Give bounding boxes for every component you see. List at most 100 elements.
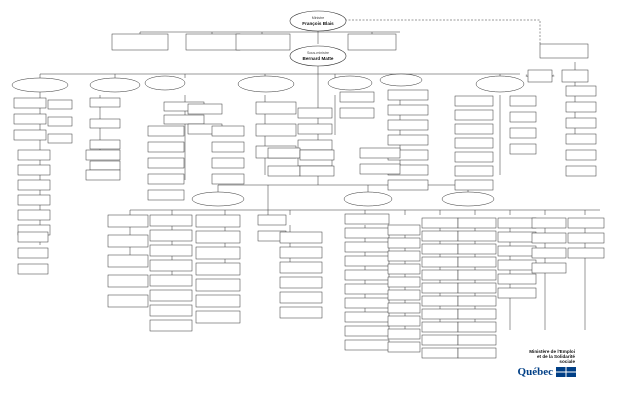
org-unit-box xyxy=(359,147,401,159)
org-unit-box xyxy=(149,214,193,227)
org-unit-box xyxy=(421,269,459,281)
org-unit-box xyxy=(47,99,73,110)
org-unit-box xyxy=(561,69,589,83)
org-unit-box xyxy=(344,283,390,295)
org-unit-box xyxy=(421,321,459,333)
org-unit-box xyxy=(17,194,51,206)
org-unit-box xyxy=(149,244,193,257)
org-unit-box xyxy=(344,311,390,323)
org-unit-box xyxy=(17,179,51,191)
org-unit-box xyxy=(339,107,375,119)
org-unit-box xyxy=(89,118,121,129)
org-unit-box xyxy=(387,328,421,340)
org-unit-box xyxy=(89,77,141,93)
org-unit-box xyxy=(147,141,185,153)
org-unit-box xyxy=(297,123,333,135)
org-unit-box xyxy=(421,295,459,307)
org-unit-box xyxy=(147,157,185,169)
org-unit-box xyxy=(387,89,429,101)
org-unit-box xyxy=(387,104,429,116)
org-unit-box xyxy=(255,123,297,137)
org-unit-box xyxy=(387,289,421,301)
org-unit-box xyxy=(421,334,459,346)
org-unit-box xyxy=(89,160,121,171)
org-unit-box xyxy=(531,262,567,274)
org-unit-box xyxy=(387,237,421,249)
org-unit-box xyxy=(89,139,121,150)
org-unit-box xyxy=(327,75,373,91)
org-unit-box xyxy=(191,191,245,207)
org-unit-box xyxy=(257,214,287,226)
org-unit-box xyxy=(344,227,390,239)
org-unit-box xyxy=(454,179,494,191)
org-unit-box xyxy=(457,334,497,346)
org-unit-box xyxy=(279,246,323,259)
org-unit-box xyxy=(457,256,497,268)
org-unit-box xyxy=(211,173,245,185)
org-unit-box xyxy=(149,259,193,272)
org-unit-box xyxy=(299,165,335,177)
org-unit-box xyxy=(149,229,193,242)
org-unit-box xyxy=(297,107,333,119)
org-unit-box xyxy=(107,294,149,308)
org-unit-box xyxy=(454,137,494,149)
org-unit-box xyxy=(11,77,69,93)
org-unit-box xyxy=(497,287,537,299)
org-unit-box xyxy=(457,308,497,320)
org-unit-box xyxy=(267,147,301,159)
org-unit-box xyxy=(107,274,149,288)
org-unit-box xyxy=(421,243,459,255)
fleur-de-lis-flag-icon xyxy=(556,367,576,377)
org-unit-box xyxy=(457,321,497,333)
org-unit-box xyxy=(299,149,335,161)
org-unit-box xyxy=(457,347,497,359)
org-unit-box xyxy=(565,133,597,145)
org-unit-box xyxy=(379,73,423,87)
org-unit-box xyxy=(565,101,597,113)
minister-name-text: François Blais xyxy=(302,21,334,26)
org-unit-box xyxy=(13,113,47,125)
org-unit-box xyxy=(454,109,494,121)
logo-line-2: et de la Solidarité xyxy=(537,354,575,359)
org-unit-box xyxy=(387,119,429,131)
org-unit-box xyxy=(347,33,397,51)
org-unit-box xyxy=(279,261,323,274)
org-unit-box xyxy=(387,224,421,236)
org-unit-box xyxy=(185,33,241,51)
org-unit-box xyxy=(147,125,185,137)
deputy-name-text: Bernard Matte xyxy=(303,56,334,61)
org-unit-box xyxy=(195,310,241,324)
org-unit-box xyxy=(387,263,421,275)
org-unit-box xyxy=(279,276,323,289)
org-unit-box xyxy=(344,269,390,281)
org-unit-box xyxy=(17,263,49,275)
org-unit-box xyxy=(149,274,193,287)
org-unit-box xyxy=(211,141,245,153)
org-unit-box xyxy=(387,276,421,288)
org-unit-box xyxy=(497,259,537,271)
org-unit-box xyxy=(89,97,121,108)
org-unit-box xyxy=(187,103,223,115)
org-unit-box xyxy=(421,230,459,242)
org-unit-box xyxy=(531,217,567,229)
org-unit-box xyxy=(17,149,51,161)
org-unit-box xyxy=(387,250,421,262)
org-unit-box xyxy=(344,255,390,267)
org-unit-box xyxy=(85,169,121,181)
org-unit-box xyxy=(531,247,567,259)
org-unit-box xyxy=(344,325,390,337)
org-unit-box xyxy=(509,111,537,123)
org-unit-box xyxy=(13,97,47,109)
org-unit-box xyxy=(509,127,537,139)
minister-node xyxy=(289,10,347,32)
org-unit-box xyxy=(149,289,193,302)
org-unit-box xyxy=(441,191,495,207)
org-unit-box xyxy=(279,291,323,304)
org-unit-box xyxy=(47,116,73,127)
org-unit-box xyxy=(147,173,185,185)
org-unit-box xyxy=(497,217,537,229)
org-unit-box xyxy=(339,91,375,103)
org-unit-box xyxy=(111,33,169,51)
org-unit-box xyxy=(279,306,323,319)
